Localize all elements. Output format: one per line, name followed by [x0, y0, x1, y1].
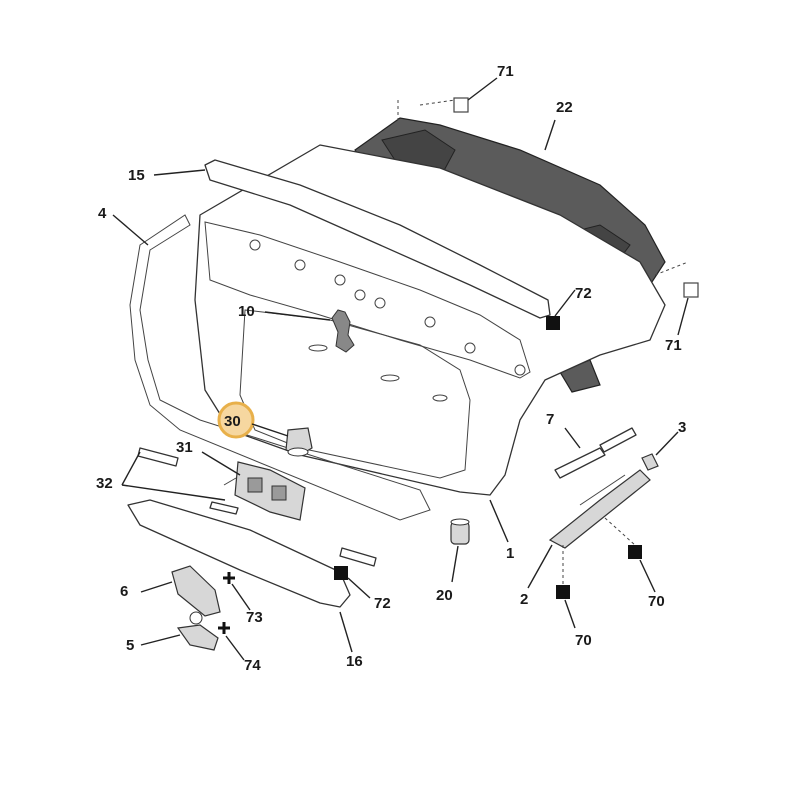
cross-73: [223, 572, 235, 584]
leader-lines: [112, 77, 689, 661]
callout-72-bottom: 72: [374, 595, 391, 612]
callout-2: 2: [520, 591, 528, 608]
callout-20: 20: [436, 587, 453, 604]
bump-stop-20: [450, 518, 470, 545]
spoiler-15: [204, 159, 551, 319]
cap-3: [641, 453, 659, 471]
callout-31: 31: [176, 439, 193, 456]
square-72-b: [334, 566, 348, 580]
gas-strut-7: [554, 427, 637, 479]
garnish-strip-16: [127, 499, 351, 608]
callout-5: 5: [126, 637, 134, 654]
callout-72-top: 72: [575, 285, 592, 302]
square-71-b: [683, 282, 699, 298]
lock-cylinder-30: [285, 427, 313, 457]
callout-71-right: 71: [665, 337, 682, 354]
square-70-a: [556, 585, 570, 599]
hinge-2: [548, 469, 651, 549]
callout-22: 22: [556, 99, 573, 116]
switch-6: [171, 565, 221, 617]
callout-71-top: 71: [497, 63, 514, 80]
callout-32: 32: [96, 475, 113, 492]
square-71-a: [453, 97, 469, 113]
square-72-a: [546, 316, 560, 330]
latch-31: [223, 461, 306, 521]
callout-10: 10: [238, 303, 255, 320]
callout-1: 1: [506, 545, 514, 562]
callout-74: 74: [244, 657, 261, 674]
callout-7: 7: [546, 411, 554, 428]
callout-16: 16: [346, 653, 363, 670]
callout-70-bottom: 70: [575, 632, 592, 649]
bracket-5: [176, 611, 219, 651]
brackets-32: [137, 447, 377, 567]
callout-labels: 15 4 10 30 31 32 71 22 72 71 7 3 1 20 2 …: [96, 63, 686, 674]
lion-emblem-10: [331, 309, 355, 353]
callout-30: 30: [224, 413, 241, 430]
callout-4: 4: [98, 205, 107, 222]
cross-74: [218, 622, 230, 634]
square-70-b: [628, 545, 642, 559]
trunk-lid-1: [194, 144, 666, 496]
callout-70-right: 70: [648, 593, 665, 610]
highlight-circle-30: [217, 401, 255, 439]
callout-6: 6: [120, 583, 128, 600]
callout-3: 3: [678, 419, 686, 436]
callout-73: 73: [246, 609, 263, 626]
weather-seal-4: [129, 214, 431, 521]
callout-15: 15: [128, 167, 145, 184]
